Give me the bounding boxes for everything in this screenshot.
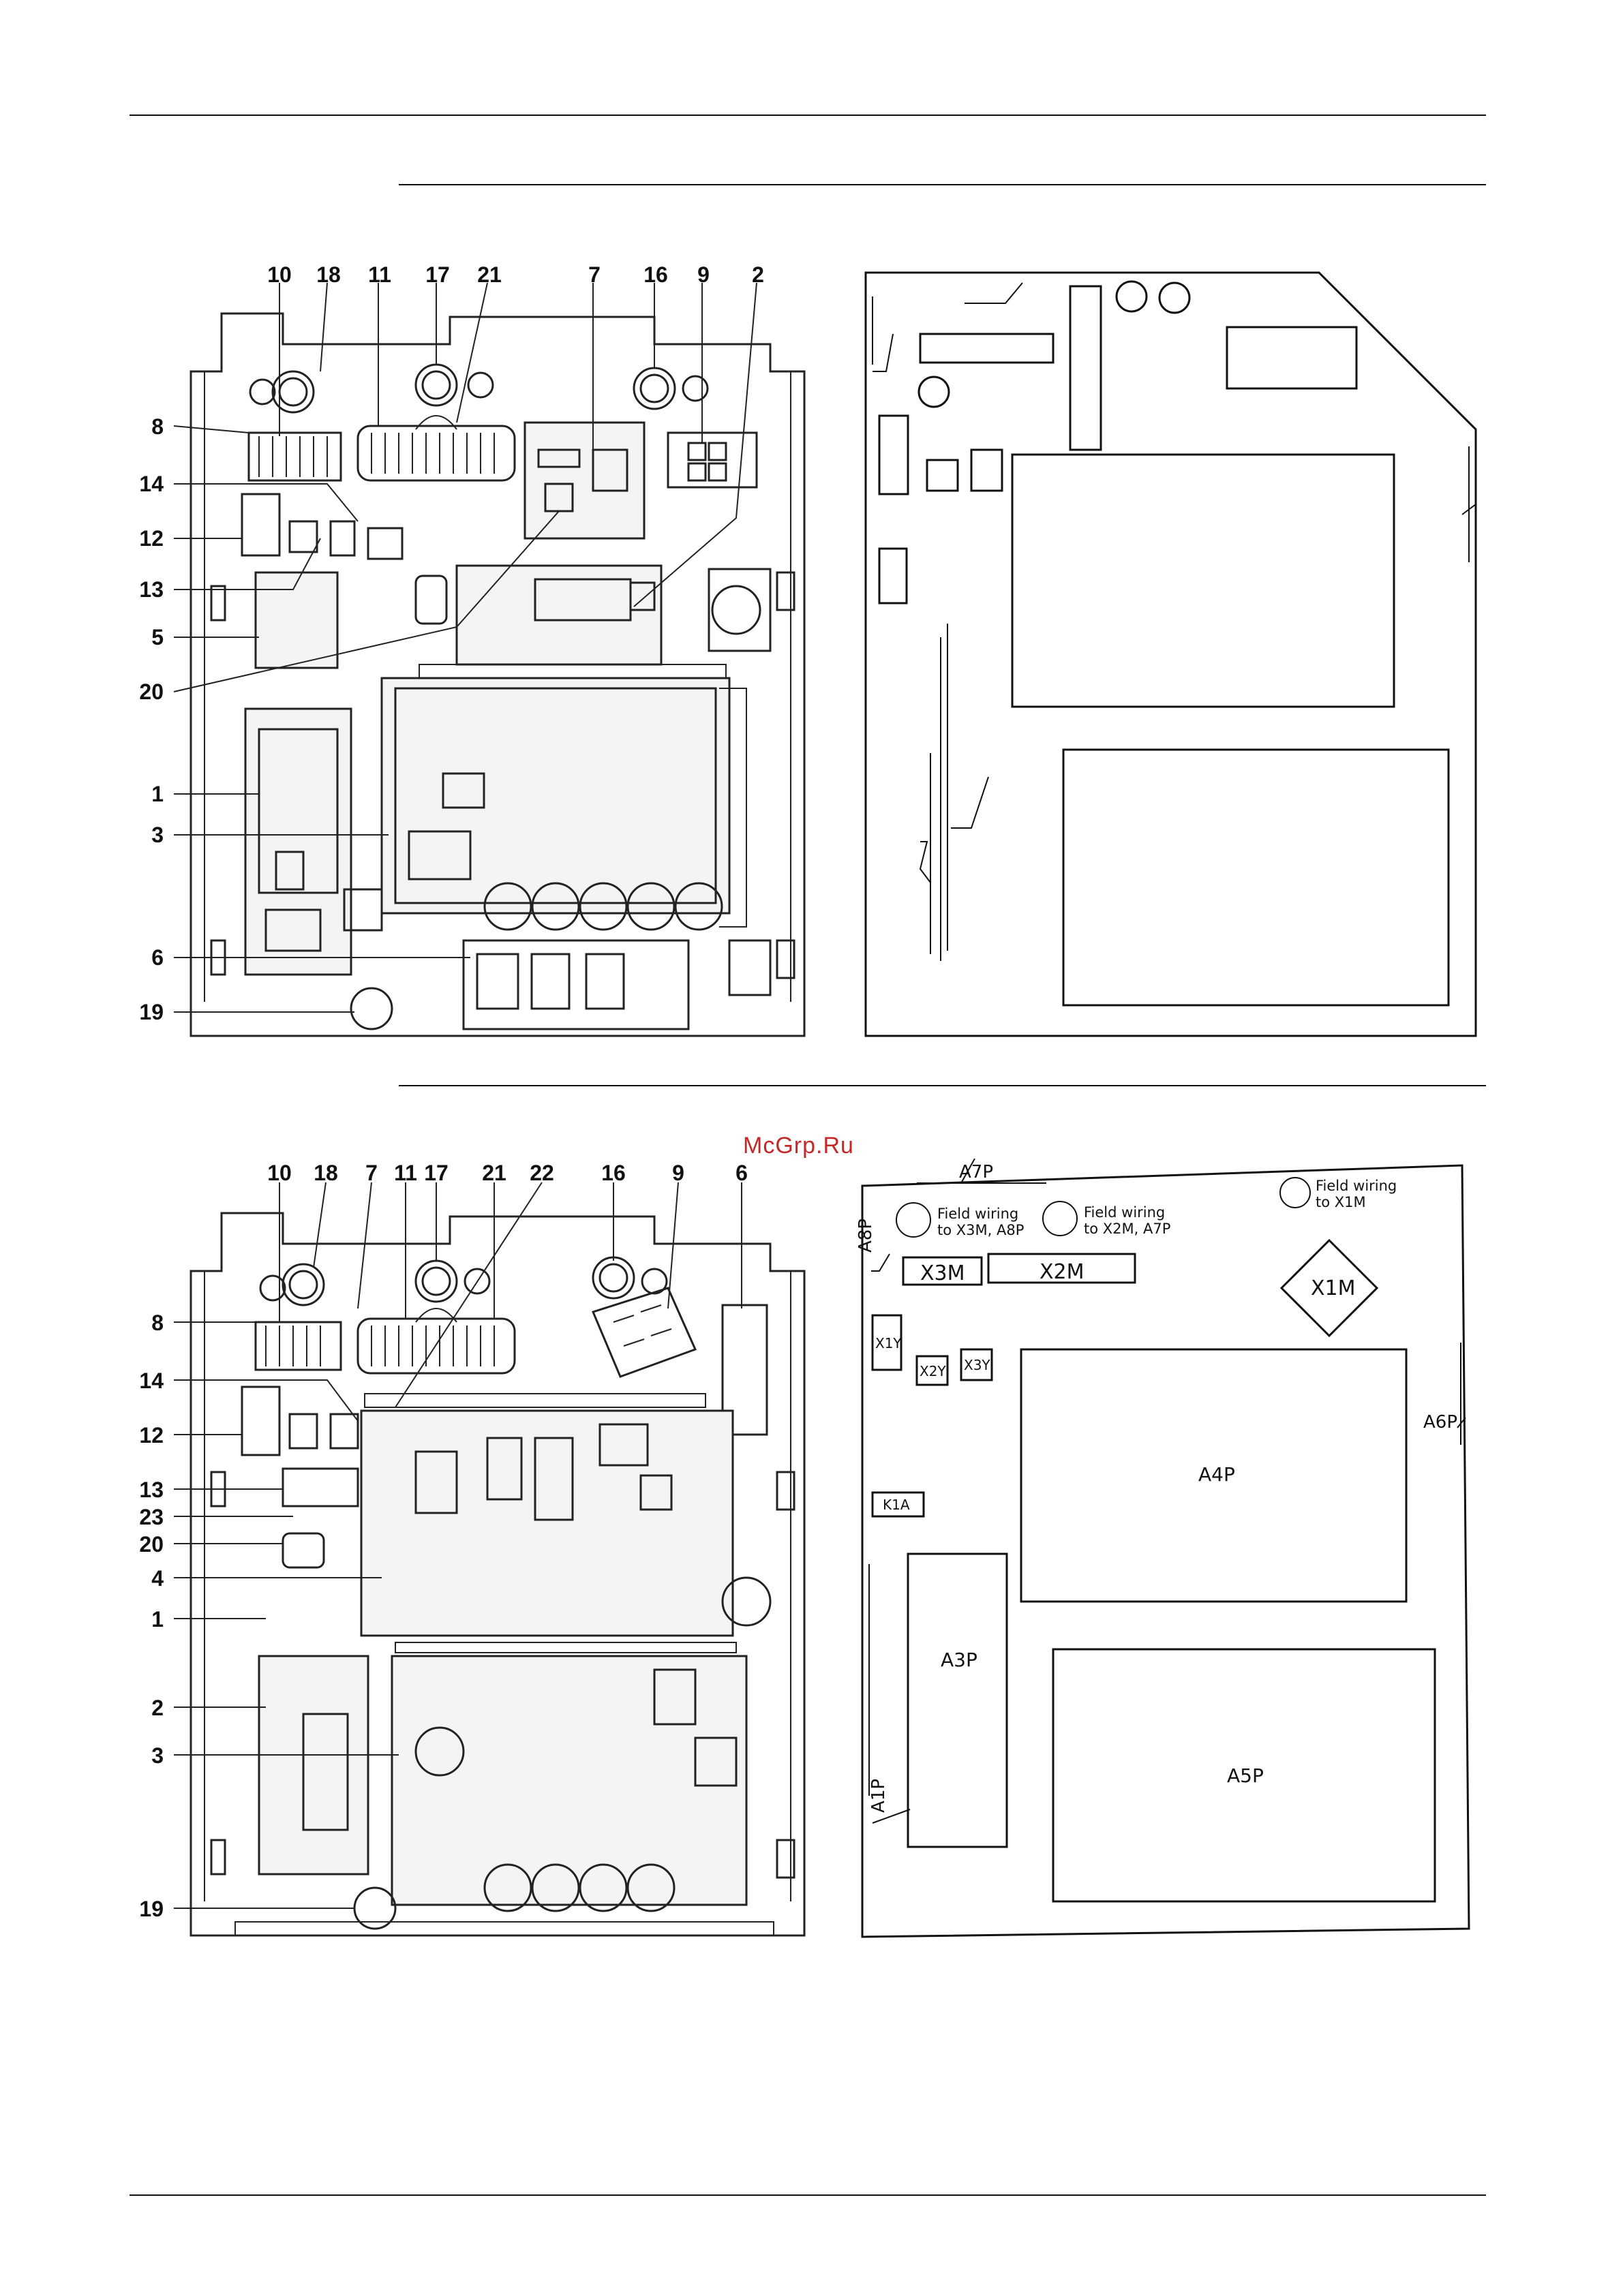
- fig1-callout-13: 13: [116, 579, 164, 600]
- fig1-callout-11: 11: [359, 264, 400, 286]
- header-rule: [130, 114, 1486, 116]
- fig1-callout-8: 8: [116, 416, 164, 438]
- fig2-callout-23: 23: [116, 1506, 164, 1528]
- field-wiring-x3m-line1: Field wiring: [937, 1206, 1018, 1222]
- fig2-callout-12: 12: [116, 1424, 164, 1446]
- label-a8p: A8P: [855, 1219, 876, 1253]
- fig2-callout-1: 1: [116, 1608, 164, 1630]
- fig1-callout-12: 12: [116, 527, 164, 549]
- field-wiring-x2m-line2: to X2M, A7P: [1084, 1221, 1170, 1237]
- figure1-layout: [862, 269, 1486, 1046]
- figure1-top-rule: [399, 184, 1486, 185]
- fig2-callout-16: 16: [593, 1162, 634, 1184]
- figure2-layout: A7P A8P A6P A1P X3M X2M X1M X1Y X2Y X3Y …: [852, 1159, 1486, 1942]
- fig1-callout-9: 9: [683, 264, 724, 286]
- label-x3m: X3M: [920, 1261, 965, 1285]
- fig2-callout-19: 19: [116, 1898, 164, 1920]
- fig2-callout-10: 10: [259, 1162, 300, 1184]
- fig2-callout-8: 8: [116, 1312, 164, 1334]
- fig2-callout-9: 9: [658, 1162, 699, 1184]
- label-x3y: X3Y: [964, 1357, 990, 1373]
- fig1-callout-16: 16: [635, 264, 676, 286]
- fig2-callout-14: 14: [116, 1370, 164, 1392]
- label-a7p: A7P: [959, 1162, 993, 1182]
- figure-separator-rule: [399, 1085, 1486, 1086]
- fig1-callout-14: 14: [116, 473, 164, 495]
- fig2-callout-18: 18: [305, 1162, 346, 1184]
- label-a5p: A5P: [1227, 1764, 1264, 1787]
- fig1-callout-2: 2: [738, 264, 778, 286]
- fig1-callout-21: 21: [469, 264, 510, 286]
- label-a4p: A4P: [1198, 1463, 1235, 1486]
- fig2-callout-3: 3: [116, 1745, 164, 1766]
- label-x2y: X2Y: [920, 1363, 946, 1379]
- fig1-callout-1: 1: [116, 783, 164, 805]
- fig2-callout-13: 13: [116, 1479, 164, 1501]
- fig1-callout-6: 6: [116, 947, 164, 968]
- label-x2m: X2M: [1040, 1260, 1084, 1284]
- label-x1m: X1M: [1311, 1276, 1356, 1300]
- fig2-callout-21: 21: [474, 1162, 515, 1184]
- footer-rule: [130, 2194, 1486, 2196]
- switchbox-photo-2: [123, 1152, 825, 1942]
- field-wiring-x3m-line2: to X3M, A8P: [937, 1222, 1024, 1238]
- fig1-callout-18: 18: [308, 264, 349, 286]
- figure1-photo: [123, 252, 825, 1050]
- fig1-callout-19: 19: [116, 1001, 164, 1023]
- field-wiring-x1m-line1: Field wiring: [1316, 1178, 1397, 1194]
- fig2-callout-4: 4: [116, 1567, 164, 1589]
- fig2-callout-17: 17: [416, 1162, 457, 1184]
- fig1-callout-3: 3: [116, 824, 164, 846]
- fig2-callout-22: 22: [521, 1162, 562, 1184]
- field-wiring-x1m-line2: to X1M: [1316, 1194, 1366, 1210]
- figure2-photo: [123, 1152, 825, 1942]
- label-k1a: K1A: [883, 1497, 910, 1513]
- fig1-callout-5: 5: [116, 626, 164, 648]
- fig2-callout-2: 2: [116, 1697, 164, 1719]
- fig1-callout-10: 10: [259, 264, 300, 286]
- fig2-callout-20: 20: [116, 1533, 164, 1555]
- layout-outline-2: A7P A8P A6P A1P X3M X2M X1M X1Y X2Y X3Y …: [852, 1159, 1486, 1942]
- fig1-callout-17: 17: [417, 264, 458, 286]
- fig2-callout-6: 6: [721, 1162, 762, 1184]
- label-a3p: A3P: [941, 1649, 977, 1671]
- switchbox-photo-1: [123, 252, 825, 1050]
- fig1-callout-7: 7: [574, 264, 615, 286]
- label-a1p: A1P: [868, 1779, 889, 1813]
- layout-outline-1: [862, 269, 1486, 1046]
- label-x1y: X1Y: [875, 1335, 902, 1351]
- label-a6p: A6P: [1423, 1412, 1457, 1433]
- fig1-callout-20: 20: [116, 681, 164, 703]
- field-wiring-x2m-line1: Field wiring: [1084, 1204, 1165, 1221]
